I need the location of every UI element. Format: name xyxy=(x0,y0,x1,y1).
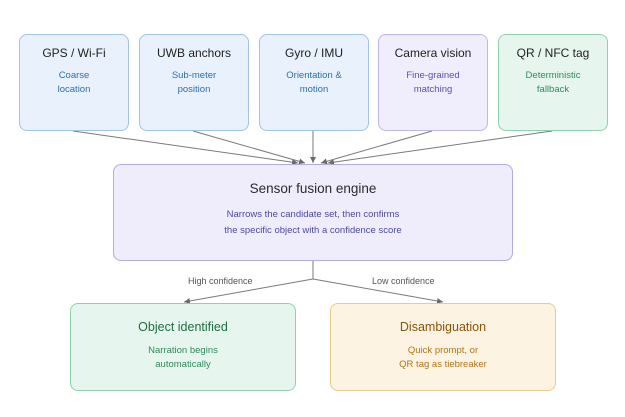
node-title: GPS / Wi-Fi xyxy=(42,46,106,60)
connector-qr-to-fusion xyxy=(327,130,553,166)
node-gyro-imu: Gyro / IMU Orientation & motion xyxy=(259,34,369,131)
node-disambiguation: Disambiguation Quick prompt, or QR tag a… xyxy=(330,303,556,391)
node-uwb-anchors: UWB anchors Sub-meter position xyxy=(139,34,249,131)
connector-to-identified xyxy=(183,278,314,304)
node-description: Narration begins automatically xyxy=(148,345,218,370)
node-title: Camera vision xyxy=(394,46,472,60)
connector-gps-to-fusion xyxy=(72,130,299,166)
node-description: Narrows the candidate set, then confirms… xyxy=(224,209,402,236)
node-sensor-fusion-engine: Sensor fusion engine Narrows the candida… xyxy=(113,164,513,261)
node-title: Gyro / IMU xyxy=(284,46,343,60)
connector-camera-to-fusion xyxy=(320,130,433,165)
node-title: UWB anchors xyxy=(156,46,232,60)
node-description: Deterministic fallback xyxy=(525,70,581,95)
connector-to-disambiguation xyxy=(312,278,444,304)
edge-label-high-confidence: High confidence xyxy=(188,276,253,286)
node-description: Coarse location xyxy=(57,70,91,95)
node-description: Quick prompt, or QR tag as tiebreaker xyxy=(399,345,487,370)
edge-label-low-confidence: Low confidence xyxy=(372,276,435,286)
node-gps-wifi: GPS / Wi-Fi Coarse location xyxy=(19,34,129,131)
node-description: Sub-meter position xyxy=(171,70,217,95)
node-title: Disambiguation xyxy=(399,320,487,334)
node-description: Fine-grained matching xyxy=(406,70,460,95)
node-camera-vision: Camera vision Fine-grained matching xyxy=(378,34,488,131)
node-object-identified: Object identified Narration begins autom… xyxy=(70,303,296,391)
node-description: Orientation & motion xyxy=(286,70,342,95)
node-title: QR / NFC tag xyxy=(516,46,590,60)
node-title: Object identified xyxy=(138,320,228,334)
node-qr-nfc-tag: QR / NFC tag Deterministic fallback xyxy=(498,34,608,131)
node-title: Sensor fusion engine xyxy=(249,181,377,196)
connector-uwb-to-fusion xyxy=(192,130,306,165)
